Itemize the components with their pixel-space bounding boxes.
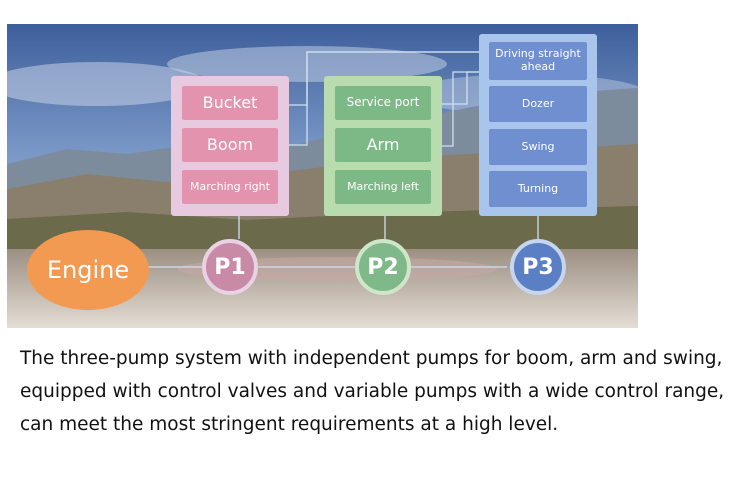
p2-item-arm: Arm xyxy=(335,128,431,162)
p1-item-marching-right: Marching right xyxy=(182,170,278,204)
p3-item-turning: Turning xyxy=(489,171,587,207)
caption-text: The three-pump system with independent p… xyxy=(20,348,725,435)
pump-p1: P1 xyxy=(202,239,258,295)
diagram-scene: Bucket Boom Marching right Service port … xyxy=(7,24,638,328)
p3-item-driving-straight-ahead: Driving straight ahead xyxy=(489,42,587,80)
engine-node: Engine xyxy=(27,230,149,310)
pump-p3: P3 xyxy=(510,239,566,295)
p3-item-dozer: Dozer xyxy=(489,86,587,122)
p1-item-bucket: Bucket xyxy=(182,86,278,120)
pump-p2: P2 xyxy=(355,239,411,295)
p2-item-service-port: Service port xyxy=(335,86,431,120)
p3-item-swing: Swing xyxy=(489,129,587,165)
p2-item-marching-left: Marching left xyxy=(335,170,431,204)
p1-item-boom: Boom xyxy=(182,128,278,162)
